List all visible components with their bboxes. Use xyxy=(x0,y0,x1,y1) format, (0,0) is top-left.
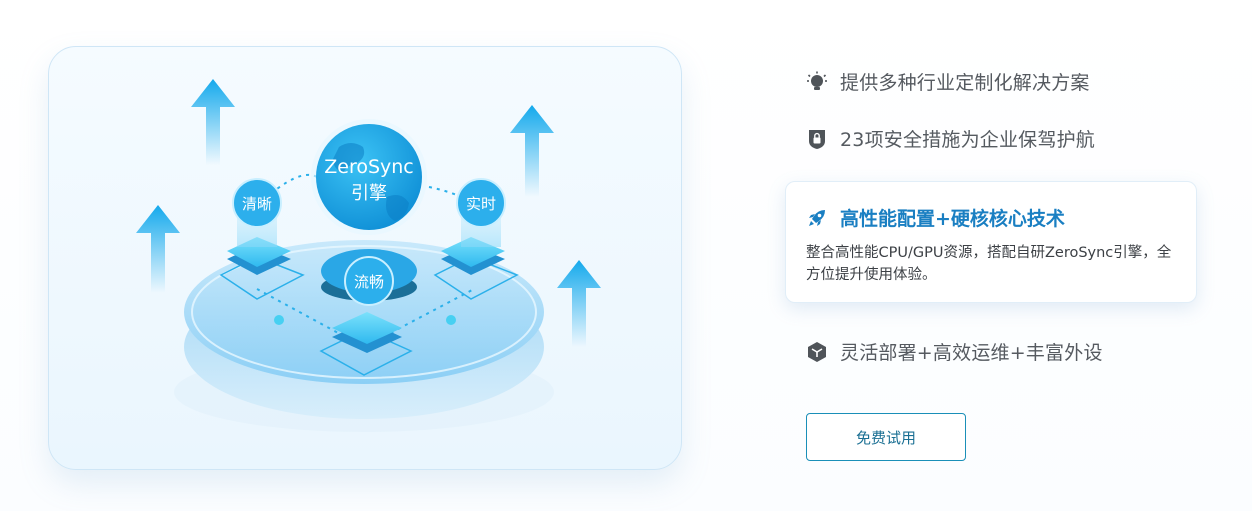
rocket-icon xyxy=(806,207,828,229)
feature-label: 23项安全措施为企业保驾护航 xyxy=(840,129,1095,151)
free-trial-button[interactable]: 免费试用 xyxy=(806,413,966,461)
up-arrow-icon xyxy=(136,205,180,293)
feature-title: 高性能配置+硬核核心技术 xyxy=(840,208,1065,230)
up-arrow-icon xyxy=(191,79,235,165)
lightbulb-icon xyxy=(806,71,828,93)
server-cube-front xyxy=(319,312,413,376)
feature-item-performance-active[interactable]: 高性能配置+硬核核心技术 整合高性能CPU/GPU资源，搭配自研ZeroSync… xyxy=(785,181,1197,303)
feature-label: 灵活部署+高效运维+丰富外设 xyxy=(840,342,1103,364)
feature-description: 整合高性能CPU/GPU资源，搭配自研ZeroSync引擎，全方位提升使用体验。 xyxy=(806,245,1172,283)
node-smooth-label: 流畅 xyxy=(354,273,384,291)
feature-item-deployment[interactable]: 灵活部署+高效运维+丰富外设 xyxy=(806,338,1103,365)
up-arrow-icon xyxy=(510,105,554,197)
illustration-card: 清晰 实时 流畅 ZeroSync 引擎 xyxy=(48,46,682,470)
node-smooth: 流畅 xyxy=(344,256,394,306)
engine-title: ZeroSync xyxy=(324,156,414,178)
lock-shield-icon xyxy=(806,128,828,150)
feature-item-industry[interactable]: 提供多种行业定制化解决方案 xyxy=(806,68,1090,95)
cube-icon xyxy=(806,341,828,363)
feature-label: 提供多种行业定制化解决方案 xyxy=(840,72,1090,94)
node-clarity: 清晰 xyxy=(232,178,282,228)
platform-illustration: 清晰 实时 流畅 ZeroSync 引擎 xyxy=(136,79,601,432)
node-realtime-label: 实时 xyxy=(466,195,496,213)
node-realtime: 实时 xyxy=(456,178,506,228)
zerosync-engine-globe: ZeroSync 引擎 xyxy=(311,119,427,235)
node-clarity-label: 清晰 xyxy=(242,195,272,213)
feature-heading: 高性能配置+硬核核心技术 xyxy=(806,204,1065,231)
engine-subtitle: 引擎 xyxy=(351,183,387,204)
feature-item-security[interactable]: 23项安全措施为企业保驾护航 xyxy=(806,125,1095,152)
up-arrow-icon xyxy=(557,260,601,347)
